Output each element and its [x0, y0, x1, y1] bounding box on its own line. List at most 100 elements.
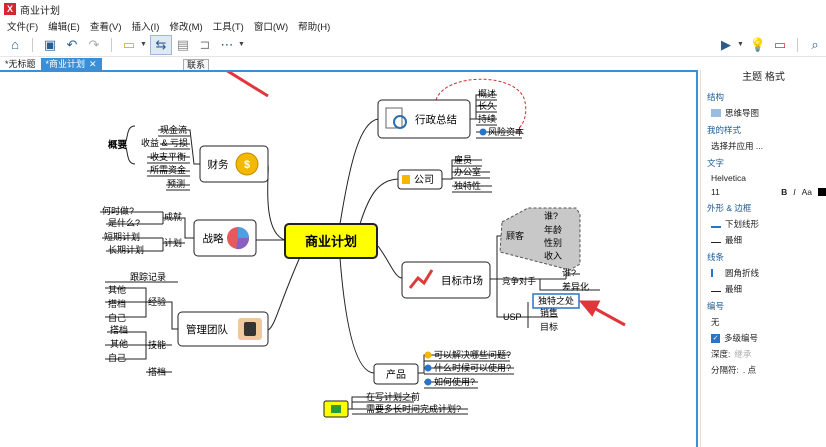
market-item: 收入: [544, 250, 562, 261]
panel-tabs[interactable]: 主题 格式: [742, 72, 785, 83]
topic-market-label: 目标市场: [441, 274, 483, 287]
toolbar: ⌂ ▣ ↶ ↷ ▭ ▼ ⇆ ▤ ⊐ ⋯ ▼ ▶ ▼ 💡 ▭ ⌕: [0, 33, 826, 57]
window-title: 商业计划: [20, 5, 60, 17]
mindmap-icon: [711, 109, 721, 117]
branch-line: [267, 164, 286, 241]
structure-title: 结构: [707, 92, 725, 102]
shape-title: 外形 & 边框: [707, 203, 752, 213]
shape-line-value: 最细: [725, 235, 743, 245]
font-size-input[interactable]: 11: [711, 187, 720, 197]
separator-value[interactable]: . 点: [742, 365, 757, 375]
menu-window[interactable]: 窗口(W): [253, 21, 289, 33]
finance-item: 收支平衡: [150, 151, 186, 162]
chevron-down-icon[interactable]: ▼: [737, 41, 744, 48]
menu-bar: 文件(F) 编辑(E) 查看(V) 插入(I) 修改(M) 工具(T) 窗口(W…: [0, 18, 826, 33]
menu-file[interactable]: 文件(F): [7, 21, 39, 33]
team-item: 其他: [108, 284, 126, 295]
market-item: 独特之处: [538, 295, 574, 306]
tab-untitled[interactable]: *无标题: [5, 59, 36, 69]
topic-company-label: 公司: [414, 175, 434, 186]
boundary-icon[interactable]: ▤: [176, 36, 190, 52]
relationship-icon[interactable]: ⇆: [150, 34, 172, 55]
idea-icon[interactable]: 💡: [749, 36, 767, 52]
bold-icon[interactable]: B: [781, 187, 788, 197]
floating-item: 需要多长时间完成计划?: [366, 403, 461, 414]
central-topic-label: 商业计划: [305, 234, 357, 250]
team-item: 自己: [108, 352, 126, 363]
numbering-select[interactable]: 无: [711, 317, 720, 327]
group-label: 概要: [108, 139, 128, 151]
topic-company: [397, 169, 443, 190]
team-item: 其他: [110, 338, 128, 349]
home-icon[interactable]: ⌂: [11, 37, 19, 52]
admin-item: 概述: [478, 88, 496, 99]
separator-label: 分隔符:: [711, 365, 739, 375]
team-item: 搭档: [108, 298, 126, 309]
branch-line: [267, 256, 301, 331]
branch-line: [339, 257, 375, 374]
shape-line-selector[interactable]: 最细: [701, 234, 826, 246]
text-color-swatch[interactable]: [818, 188, 826, 196]
numbering-title: 编号: [707, 301, 725, 311]
admin-item: 长久: [478, 100, 496, 111]
menu-tools[interactable]: 工具(T): [212, 21, 244, 33]
market-item: 谁?: [544, 211, 558, 221]
multi-level-checkbox[interactable]: ✓多级编号: [701, 332, 826, 344]
topic-icon[interactable]: ▭: [122, 36, 136, 52]
chevron-down-icon[interactable]: ▼: [238, 41, 245, 48]
menu-edit[interactable]: 编辑(E): [48, 21, 80, 33]
line-selector[interactable]: 圆角折线: [701, 267, 826, 279]
menu-modify[interactable]: 修改(M): [169, 21, 203, 33]
save-icon[interactable]: ▣: [43, 36, 57, 52]
chevron-down-icon[interactable]: ▼: [140, 41, 147, 48]
menu-help[interactable]: 帮助(H): [298, 21, 331, 33]
depth-value[interactable]: 继承: [734, 349, 752, 359]
finance-item: 现金流: [160, 124, 187, 135]
format-panel: 主题 格式 结构 思维导图 我的样式 选择并应用 ... 文字 Helvetic…: [700, 70, 826, 447]
structure-selector[interactable]: 思维导图: [701, 107, 826, 119]
team-group: 搭档: [148, 366, 166, 377]
market-group: 顾客: [506, 230, 524, 241]
presentation-icon[interactable]: ▶: [721, 36, 731, 52]
market-group: 竞争对手: [502, 276, 537, 286]
strategy-group: 计划: [164, 237, 182, 248]
text-format-row: 11 B I Aa: [701, 187, 826, 197]
mindmap-canvas[interactable]: 商业计划 $ 财务 战略 管理团队 行政总结 公司 目标市场 产品 概要 现金流…: [0, 70, 698, 447]
line-width-selector[interactable]: 最细: [701, 283, 826, 295]
menu-view[interactable]: 查看(V): [89, 21, 122, 33]
finance-item: 收益 & 亏损: [141, 137, 188, 148]
line-value: 圆角折线: [725, 268, 760, 278]
company-item: 独特性: [454, 180, 481, 191]
shape-selector[interactable]: 下划线形: [701, 218, 826, 230]
format-panel-icon[interactable]: ▭: [773, 36, 787, 52]
shape-value: 下划线形: [725, 219, 760, 229]
product-item: 什么时候可以使用?: [434, 362, 511, 373]
mystyle-selector[interactable]: 选择并应用 ...: [711, 141, 763, 151]
strategy-item: 长期计划: [108, 244, 144, 255]
line-title: 线条: [707, 252, 725, 262]
market-group: USP: [503, 312, 522, 322]
separator-row: 分隔符:. 点: [701, 364, 826, 376]
topic-unique-selected: [532, 293, 580, 309]
case-icon[interactable]: Aa: [801, 187, 812, 197]
undo-icon[interactable]: ↶: [66, 36, 78, 52]
strategy-group: 成就: [164, 211, 182, 222]
team-group: 技能: [148, 339, 166, 350]
toolbar-divider: [32, 37, 33, 52]
admin-item: 风险资本: [488, 126, 524, 137]
more-icon[interactable]: ⋯: [220, 36, 234, 52]
shape-icon: [711, 220, 721, 228]
summary-icon[interactable]: ⊐: [199, 36, 211, 52]
redo-icon[interactable]: ↷: [88, 36, 100, 52]
close-icon[interactable]: ✕: [89, 59, 97, 69]
search-icon[interactable]: ⌕: [811, 36, 819, 52]
italic-icon[interactable]: I: [793, 187, 796, 197]
company-item: 办公室: [454, 166, 481, 177]
team-header: 跟踪记录: [130, 271, 166, 282]
font-select[interactable]: Helvetica: [711, 173, 746, 183]
menu-insert[interactable]: 插入(I): [131, 21, 160, 33]
tab-business-plan[interactable]: *商业计划✕: [40, 58, 102, 70]
depth-label: 深度:: [711, 349, 731, 359]
topic-strategy-label: 战略: [203, 232, 224, 245]
topic-team-label: 管理团队: [186, 323, 228, 336]
